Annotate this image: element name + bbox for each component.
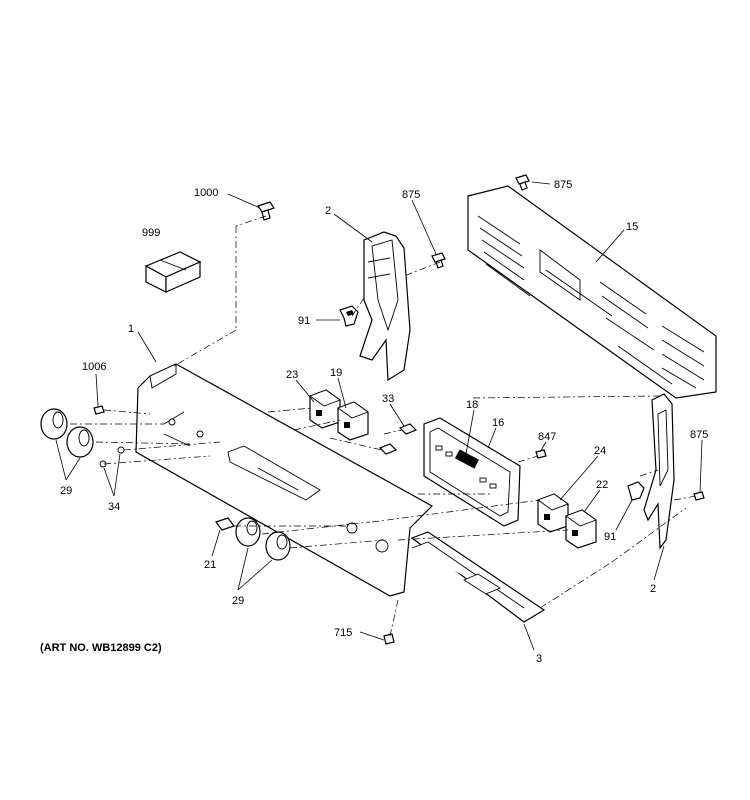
callout-15: 15 xyxy=(626,221,638,233)
knobs-29-left xyxy=(40,408,94,458)
screw-1006 xyxy=(93,405,105,415)
callout-847: 847 xyxy=(538,431,556,443)
screw-875-right xyxy=(693,491,705,501)
control-panel-1 xyxy=(135,363,433,597)
callout-24: 24 xyxy=(594,445,606,457)
callout-3: 3 xyxy=(536,653,542,665)
switch-23 xyxy=(309,389,341,429)
screw-875-mid xyxy=(431,252,446,269)
control-board-16 xyxy=(423,417,521,527)
art-number: (ART NO. WB12899 C2) xyxy=(40,642,162,654)
callout-1006: 1006 xyxy=(82,361,106,373)
screw-715 xyxy=(383,633,395,645)
callout-1: 1 xyxy=(128,323,134,335)
callout-875-right: 875 xyxy=(690,429,708,441)
screws-34 xyxy=(99,446,125,468)
switch-22 xyxy=(565,509,597,549)
callout-18: 18 xyxy=(466,399,478,411)
callout-16: 16 xyxy=(492,417,504,429)
callout-2-top: 2 xyxy=(325,205,331,217)
switch-19 xyxy=(337,401,369,441)
knobs-29-bottom xyxy=(235,517,291,561)
callout-875-mid: 875 xyxy=(402,189,420,201)
callout-875-top: 875 xyxy=(554,179,572,191)
clip-91-right xyxy=(627,481,645,501)
end-bracket-top xyxy=(359,231,411,382)
part-999-box xyxy=(144,251,202,293)
knob-21 xyxy=(215,517,235,531)
callout-91-right: 91 xyxy=(604,531,616,543)
switch-24 xyxy=(537,493,569,533)
clip-33 xyxy=(378,423,418,455)
callout-91-top: 91 xyxy=(298,315,310,327)
callout-19: 19 xyxy=(330,367,342,379)
callout-715: 715 xyxy=(334,627,352,639)
callout-29-bottom: 29 xyxy=(232,595,244,607)
assembly-lines xyxy=(70,215,697,637)
callout-23: 23 xyxy=(286,369,298,381)
screw-847 xyxy=(535,449,547,459)
trim-3 xyxy=(410,531,546,623)
end-bracket-bottom xyxy=(643,393,675,550)
screw-875-top xyxy=(515,174,530,191)
callout-labels: 1000 999 2 875 875 15 91 1 1006 23 19 33… xyxy=(60,179,708,665)
callout-999: 999 xyxy=(142,227,160,239)
callout-29-left: 29 xyxy=(60,485,72,497)
callout-34: 34 xyxy=(108,501,120,513)
leader-lines xyxy=(55,181,703,651)
rear-panel-15 xyxy=(467,185,717,399)
callout-33: 33 xyxy=(382,393,394,405)
callout-22: 22 xyxy=(596,479,608,491)
screw-1000 xyxy=(257,201,275,221)
callout-21: 21 xyxy=(204,559,216,571)
callout-2-bottom: 2 xyxy=(650,583,656,595)
clip-91-top xyxy=(339,305,359,327)
callout-1000: 1000 xyxy=(194,187,218,199)
